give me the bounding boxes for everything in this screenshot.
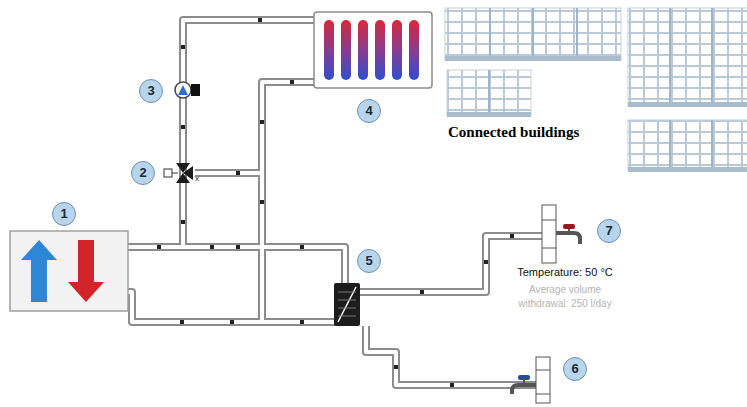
callout-number: 4 [357, 99, 381, 123]
radiator [314, 12, 432, 88]
circulation-pump [175, 82, 200, 98]
callout-number: 1 [52, 202, 76, 226]
callout-number: 2 [131, 161, 155, 185]
heat-exchanger [334, 283, 360, 326]
mixing-valve [164, 163, 193, 183]
hot-water-tap [542, 205, 580, 263]
callout-number: 6 [563, 357, 587, 381]
callout-number: 3 [139, 79, 163, 103]
callout-number: 5 [357, 249, 381, 273]
volume-note: Average volume withdrawal: 250 l/day [509, 283, 621, 311]
building-icons [445, 8, 747, 172]
callout-number: 7 [597, 219, 621, 243]
temperature-note: Temperature: 50 °C [517, 266, 613, 278]
valve-marker: x [195, 174, 199, 183]
heat-source [10, 231, 128, 311]
group-heading: Connected buildings [448, 124, 579, 141]
cold-water-tap [512, 357, 550, 403]
